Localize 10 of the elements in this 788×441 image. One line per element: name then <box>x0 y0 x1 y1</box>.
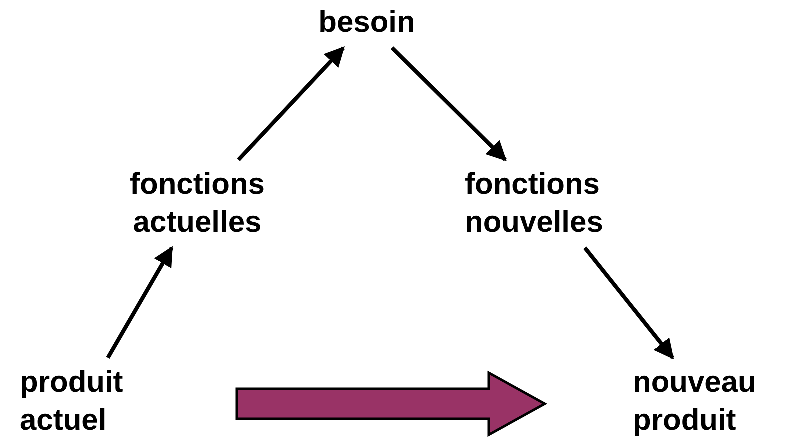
arrow <box>390 46 507 162</box>
concept-label: besoin <box>307 4 427 42</box>
arrow <box>584 246 674 360</box>
concept-label: nouveau produit <box>633 364 783 440</box>
arrow <box>237 46 346 162</box>
concept-label: fonctions actuelles <box>105 166 290 242</box>
block-arrow <box>236 370 548 438</box>
arrow <box>106 246 174 359</box>
concept-label: produit actuel <box>20 364 145 440</box>
concept-label: fonctions nouvelles <box>465 166 635 242</box>
